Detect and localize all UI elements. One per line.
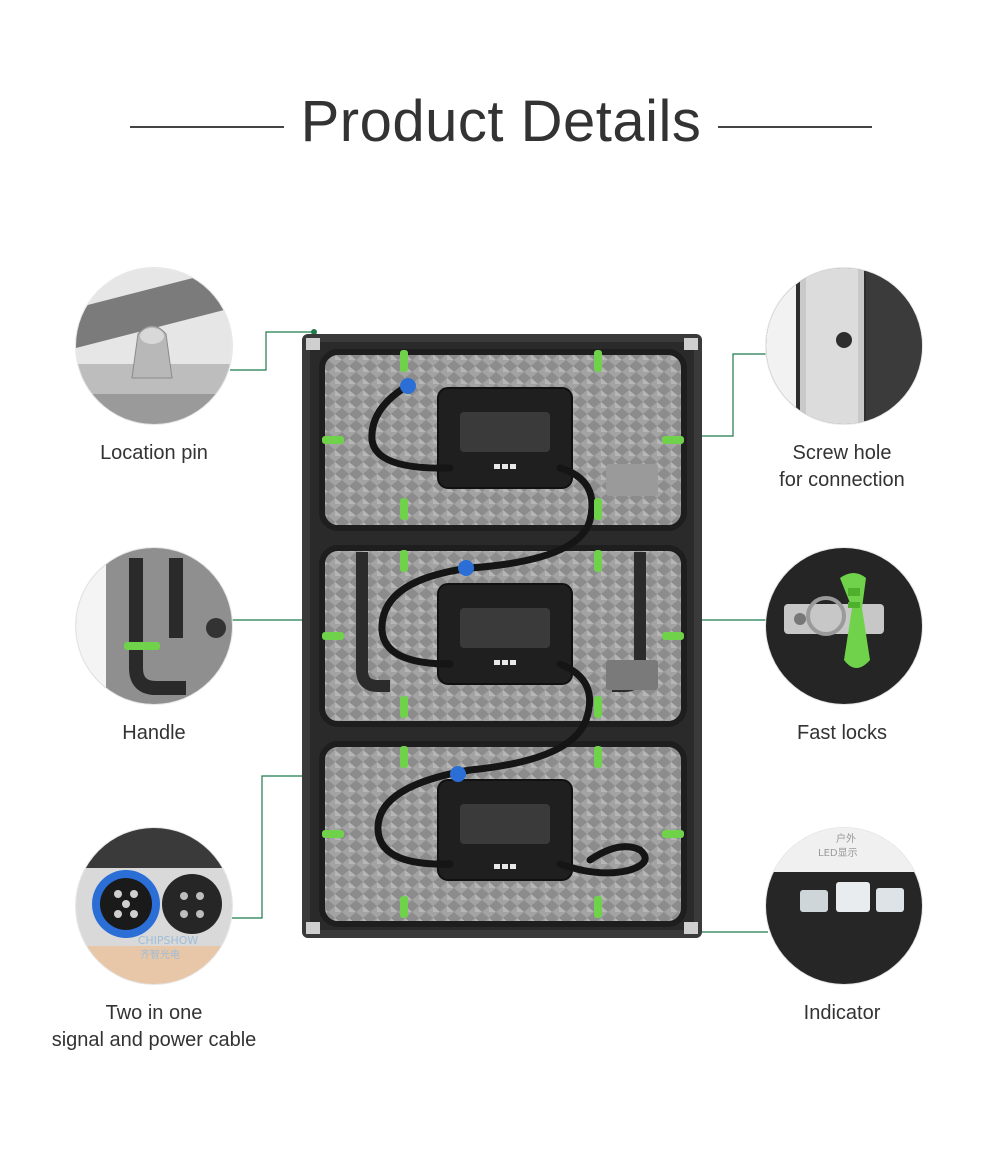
screw-hole-icon — [766, 268, 922, 424]
indicator-cn-text-1: 户外 — [836, 832, 856, 845]
fast-locks-callout — [766, 548, 922, 704]
cable-logo-watermark: CHIPSHOW — [138, 934, 199, 947]
handle-label: Handle — [122, 722, 186, 744]
cable-logo-cn-watermark: 齐智光电 — [140, 948, 180, 961]
fast-lock-icon — [766, 548, 922, 704]
cable-callout: CHIPSHOW 齐智光电 — [76, 828, 232, 984]
location-pin-label: Location pin — [100, 442, 208, 464]
header: Product Details — [0, 88, 1000, 168]
screw-hole-callout — [766, 268, 922, 424]
page-title: Product Details — [300, 89, 702, 154]
handle-icon — [76, 548, 232, 704]
cable-label: Two in one signal and power cable — [51, 1002, 257, 1051]
indicator-icon: 户外 LED显示 — [766, 828, 922, 984]
location-pin-callout — [76, 268, 232, 424]
location-pin-icon — [76, 268, 232, 424]
fast-locks-label: Fast locks — [796, 722, 888, 744]
title-right-rule — [718, 126, 872, 128]
led-cabinet-panel — [302, 334, 702, 938]
handle-callout — [76, 548, 232, 704]
indicator-cn-text-2: LED显示 — [818, 847, 858, 859]
cable-connector-icon: CHIPSHOW 齐智光电 — [76, 828, 232, 984]
title-left-rule — [130, 126, 284, 128]
indicator-label: Indicator — [803, 1002, 881, 1024]
screw-hole-label: Screw hole for connection — [779, 442, 905, 491]
indicator-callout: 户外 LED显示 — [766, 828, 922, 984]
